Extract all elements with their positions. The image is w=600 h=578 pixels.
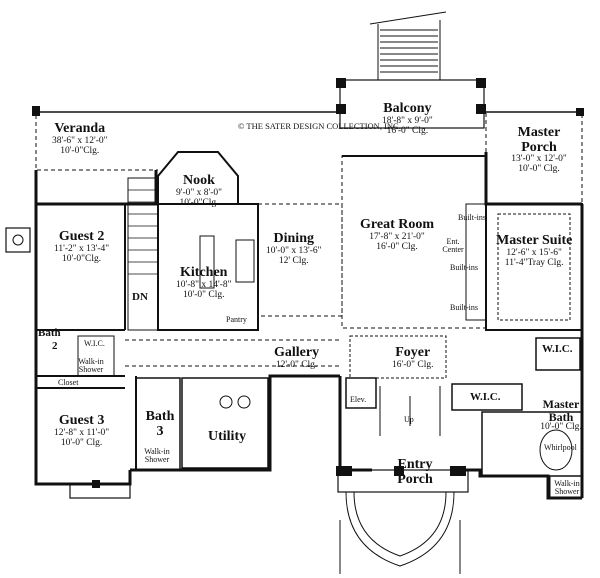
master-suite-size: 12'-6" x 15'-6" — [506, 247, 562, 258]
master-bath-clg: 10'-0" Clg. — [540, 422, 582, 433]
bath2-label-b: 2 — [52, 340, 58, 352]
builtins-label-2: Built-ins — [450, 263, 479, 272]
nook-size: 9'-0" x 8'-0" — [176, 187, 223, 198]
room-guest2: Guest 2 11'-2" x 13'-4" 10'-0"Clg. — [54, 229, 110, 265]
foyer-name: Foyer — [395, 345, 431, 360]
elevator-label: Elev. — [350, 395, 367, 404]
master-shower-label: Walk-in Shower — [554, 479, 580, 497]
master-suite-name: Master Suite — [496, 233, 573, 248]
guest2-wic-label: W.I.C. — [84, 339, 105, 348]
room-nook: Nook 9'-0" x 8'-0" 10'-0"Clg. — [176, 173, 223, 209]
suite-wic-label: W.I.C. — [542, 343, 573, 355]
guest2-name: Guest 2 — [58, 229, 105, 244]
gallery-clg: 12'-0" Clg. — [275, 359, 318, 370]
bath3-shower-label: Walk-in Shower — [144, 447, 170, 465]
room-master-suite: Master Suite 12'-6" x 15'-6" 11'-4"Tray … — [496, 233, 573, 269]
master-porch-name: Master Porch — [517, 125, 561, 155]
room-dining: Dining 10'-0" x 13'-6" 12' Clg. — [266, 231, 322, 267]
balcony-stairs — [369, 11, 447, 80]
ent-center-label: Ent. Center — [442, 237, 464, 255]
closet-label: Closet — [58, 378, 79, 387]
guest2-clg: 10'-0"Clg. — [62, 253, 102, 264]
room-master-bath: Master Bath 10'-0" Clg. — [534, 398, 588, 433]
utility-name: Utility — [208, 429, 247, 444]
guest2-size: 11'-2" x 13'-4" — [54, 243, 110, 254]
room-utility: Utility — [208, 429, 247, 445]
stair-dn-label: DN — [132, 291, 148, 303]
room-veranda: Veranda 38'-6" x 12'-0" 10'-0"Clg. — [52, 121, 108, 157]
room-master-porch: Master Porch 13'-0" x 12'-0" 10'-0" Clg. — [500, 125, 578, 175]
great-room-clg: 16'-0" Clg. — [376, 241, 418, 252]
up-label: Up — [404, 415, 414, 424]
room-balcony: Balcony 18'-8" x 9'-0" 16'-0" Clg. — [382, 101, 433, 137]
nook-name: Nook — [183, 173, 215, 188]
veranda-clg: 10'-0"Clg. — [60, 145, 100, 156]
veranda-name: Veranda — [54, 121, 106, 136]
room-guest3: Guest 3 12'-8" x 11'-0" 10'-0" Clg. — [54, 413, 110, 449]
gallery-name: Gallery — [274, 345, 320, 360]
kitchen-clg: 10'-0" Clg. — [183, 289, 225, 300]
kitchen-size: 10'-8" x 14'-8" — [176, 279, 232, 290]
master-suite-clg: 11'-4"Tray Clg. — [504, 257, 564, 268]
room-bath3: Bath 3 — [144, 409, 176, 439]
master-porch-clg: 10'-0" Clg. — [518, 164, 560, 175]
foyer-clg: 16'-0" Clg. — [392, 359, 434, 370]
kitchen-name: Kitchen — [180, 265, 228, 280]
copyright-note: © THE SATER DESIGN COLLECTION, INC. — [238, 121, 401, 131]
room-gallery: Gallery 12'-0" Clg. — [274, 345, 320, 371]
builtins-label-3: Built-ins — [450, 303, 479, 312]
room-entry-porch: Entry Porch — [388, 457, 442, 487]
great-room-name: Great Room — [360, 217, 434, 232]
master-wic-label: W.I.C. — [470, 391, 501, 403]
whirlpool-label: Whirlpool — [544, 443, 577, 452]
pantry-label: Pantry — [226, 315, 247, 324]
nook-clg: 10'-0"Clg. — [179, 197, 219, 208]
balcony-name: Balcony — [383, 101, 432, 116]
guest3-name: Guest 3 — [58, 413, 105, 428]
entry-stairs — [339, 491, 461, 574]
guest3-clg: 10'-0" Clg. — [60, 437, 103, 448]
bath2-label-a: Bath — [38, 327, 61, 339]
great-room-size: 17'-8" x 21'-0" — [369, 231, 425, 242]
balcony-size: 18'-8" x 9'-0" — [382, 115, 433, 126]
builtins-label-1: Built-ins — [458, 213, 487, 222]
dining-size: 10'-0" x 13'-6" — [266, 245, 322, 256]
balcony-clg: 16'-0" Clg. — [386, 125, 429, 136]
veranda-size: 38'-6" x 12'-0" — [52, 135, 108, 146]
guest2-shower-label: Walk-in Shower — [78, 357, 104, 375]
room-foyer: Foyer 16'-0" Clg. — [392, 345, 434, 371]
dining-clg: 12' Clg. — [278, 255, 309, 266]
room-great-room: Great Room 17'-8" x 21'-0" 16'-0" Clg. — [360, 217, 434, 253]
dining-name: Dining — [273, 231, 314, 246]
master-bath-name: Master Bath — [542, 397, 580, 424]
master-porch-size: 13'-0" x 12'-0" — [511, 154, 567, 165]
bath3-name: Bath 3 — [145, 409, 175, 439]
room-kitchen: Kitchen 10'-8" x 14'-8" 10'-0" Clg. — [176, 265, 232, 301]
guest3-size: 12'-8" x 11'-0" — [54, 427, 110, 438]
entry-porch-name: Entry Porch — [397, 457, 433, 487]
